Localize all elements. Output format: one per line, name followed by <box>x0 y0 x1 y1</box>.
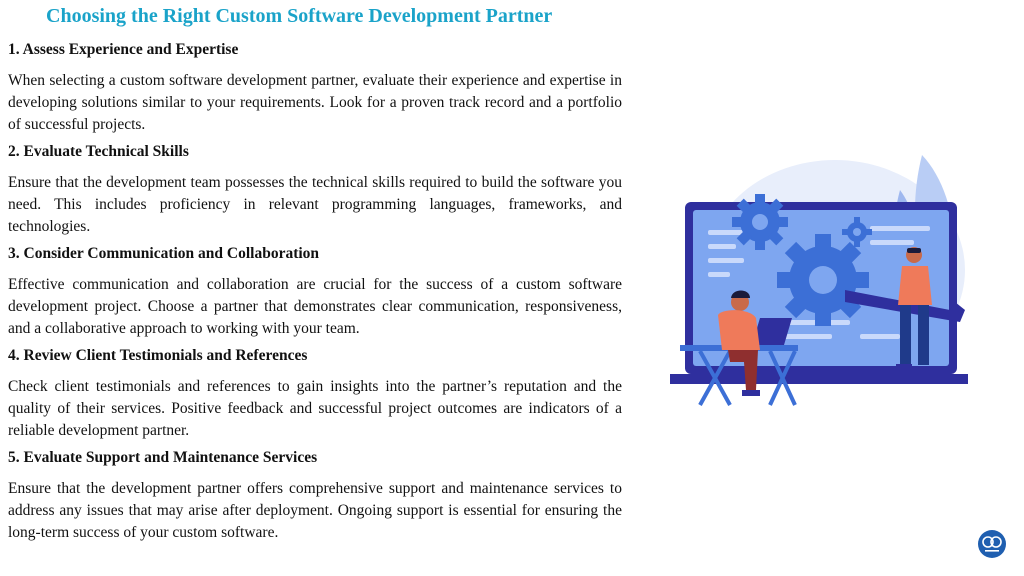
desk-legs <box>698 350 797 406</box>
laptop-icon <box>752 318 792 345</box>
section-1: 1. Assess Experience and Expertise When … <box>8 40 622 136</box>
section-text: Ensure that the development team possess… <box>8 174 622 235</box>
sitting-person <box>718 290 760 396</box>
content-column: 1. Assess Experience and Expertise When … <box>8 40 622 550</box>
section-heading: 5. Evaluate Support and Maintenance Serv… <box>8 449 318 466</box>
page-title: Choosing the Right Custom Software Devel… <box>46 5 553 27</box>
section-text: Effective communication and collaboratio… <box>8 276 622 337</box>
standing-person <box>896 247 932 370</box>
gear-icon <box>732 194 788 250</box>
section-3: 3. Consider Communication and Collaborat… <box>8 244 622 340</box>
software-development-illustration <box>670 155 968 406</box>
gear-icon <box>777 234 869 326</box>
section-text: When selecting a custom software develop… <box>8 72 622 133</box>
section-text: Check client testimonials and references… <box>8 378 622 439</box>
company-logo-icon <box>978 530 1006 558</box>
section-heading: 4. Review Client Testimonials and Refere… <box>8 347 308 364</box>
section-heading: 2. Evaluate Technical Skills <box>8 143 189 160</box>
section-text: Ensure that the development partner offe… <box>8 480 622 541</box>
section-5: 5. Evaluate Support and Maintenance Serv… <box>8 448 622 544</box>
floor-line <box>670 374 968 384</box>
section-4: 4. Review Client Testimonials and Refere… <box>8 346 622 442</box>
section-heading: 3. Consider Communication and Collaborat… <box>8 245 320 262</box>
section-heading: 1. Assess Experience and Expertise <box>8 41 239 58</box>
section-2: 2. Evaluate Technical Skills Ensure that… <box>8 142 622 238</box>
gear-icon <box>842 217 872 247</box>
